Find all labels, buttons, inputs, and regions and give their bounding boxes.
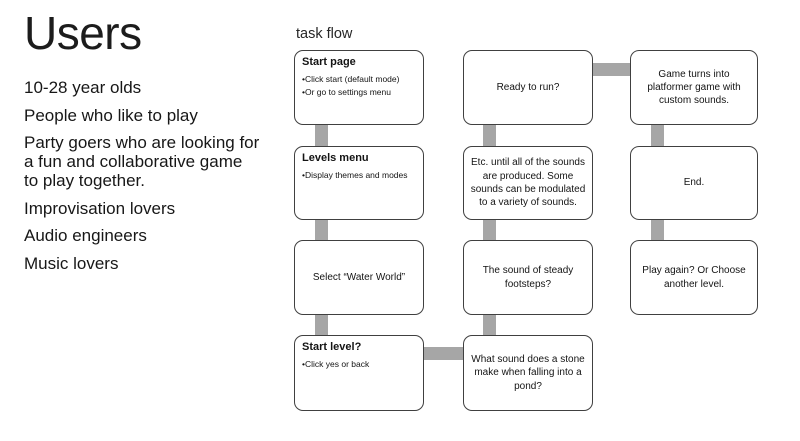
flow-box-play-again: Play again? Or Choose another level. bbox=[630, 240, 758, 315]
flow-box-levels-menu: Levels menu •Display themes and modes bbox=[294, 146, 424, 220]
flow-box-levels-menu-title: Levels menu bbox=[302, 152, 369, 164]
audience-item-play: People who like to play bbox=[24, 105, 198, 125]
flow-box-stone-pond: What sound does a stone make when fallin… bbox=[463, 335, 593, 411]
audience-item-audio-engineers: Audio engineers bbox=[24, 226, 147, 246]
connector-stone-pond-steady-footsteps bbox=[483, 312, 496, 338]
flow-box-start-page: Start page •Click start (default mode) •… bbox=[294, 50, 424, 125]
flow-box-end-text: End. bbox=[683, 177, 705, 189]
flow-box-select-water-world: Select “Water World” bbox=[294, 240, 424, 315]
connector-start-level-stone-pond bbox=[420, 347, 468, 360]
page-title: Users bbox=[24, 7, 142, 59]
flow-box-start-level-bullet-1: •Click yes or back bbox=[302, 358, 370, 369]
flow-box-ready-to-run: Ready to run? bbox=[463, 50, 593, 125]
flow-box-stone-pond-text: What sound does a stone make when fallin… bbox=[471, 354, 585, 392]
task-flow-title: task flow bbox=[296, 26, 353, 42]
connector-etc-sounds-ready-to-run bbox=[483, 122, 496, 149]
connector-steady-footsteps-etc-sounds bbox=[483, 217, 496, 243]
flow-box-platformer-text: Game turns into platformer game with cus… bbox=[647, 68, 741, 107]
connector-end-play-again bbox=[651, 217, 664, 243]
flow-box-end: End. bbox=[630, 146, 758, 220]
connector-platformer-end bbox=[651, 122, 664, 149]
flow-box-select-water-world-text: Select “Water World” bbox=[312, 271, 406, 283]
flow-box-play-again-text: Play again? Or Choose another level. bbox=[642, 265, 746, 290]
flow-box-start-level-title: Start level? bbox=[302, 341, 362, 353]
flow-box-etc-sounds-text: Etc. until all of the sounds are produce… bbox=[470, 157, 586, 209]
audience-item-party-goers: Party goers who are looking for a fun an… bbox=[24, 133, 260, 191]
audience-item-improvisation: Improvisation lovers bbox=[24, 198, 176, 218]
flow-box-platformer: Game turns into platformer game with cus… bbox=[630, 50, 758, 125]
flow-box-steady-footsteps-text: The sound of steady footsteps? bbox=[482, 265, 574, 290]
connector-levels-menu-select-water-world bbox=[315, 217, 328, 243]
connector-start-page-levels-menu bbox=[315, 122, 328, 149]
flow-box-steady-footsteps: The sound of steady footsteps? bbox=[463, 240, 593, 315]
audience-item-music-lovers: Music lovers bbox=[24, 253, 119, 273]
connector-select-water-world-start-level bbox=[315, 312, 328, 338]
audience-item-age: 10-28 year olds bbox=[24, 78, 142, 98]
flow-box-start-page-bullet-2: •Or go to settings menu bbox=[302, 86, 391, 97]
flow-box-start-page-bullet-1: •Click start (default mode) bbox=[302, 73, 400, 84]
flow-box-ready-to-run-text: Ready to run? bbox=[496, 81, 560, 93]
flow-box-start-page-title: Start page bbox=[302, 56, 356, 68]
flow-box-levels-menu-bullet-1: •Display themes and modes bbox=[302, 169, 408, 180]
connector-ready-to-run-platformer bbox=[589, 63, 635, 76]
flow-box-start-level: Start level? •Click yes or back bbox=[294, 335, 424, 411]
flow-box-etc-sounds: Etc. until all of the sounds are produce… bbox=[463, 146, 593, 220]
users-panel: Users 10-28 year olds People who like to… bbox=[24, 6, 286, 281]
